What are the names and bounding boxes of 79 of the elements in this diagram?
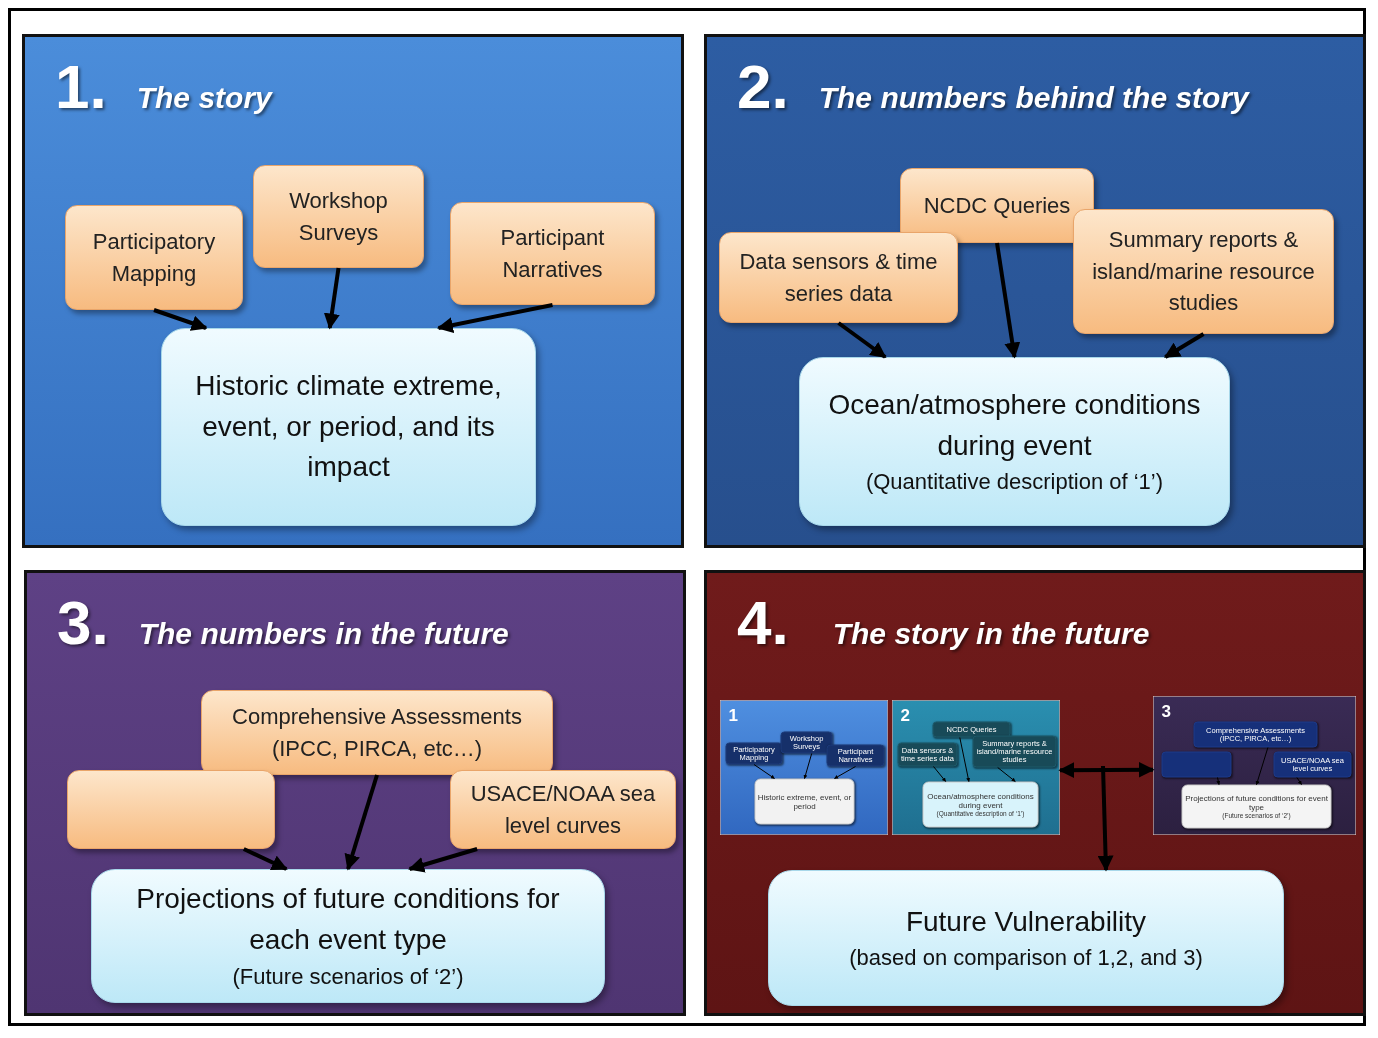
arrow xyxy=(1216,777,1221,785)
arrow xyxy=(997,767,1016,782)
box-label: Participatory Mapping xyxy=(91,227,217,288)
arrow xyxy=(959,737,971,782)
arrow xyxy=(803,753,813,779)
box-label: NCDC Queries xyxy=(923,191,1071,220)
source-box xyxy=(1073,209,1334,334)
source-box xyxy=(932,721,1011,738)
result-box xyxy=(91,869,605,1003)
step-number: 3 xyxy=(1161,701,1171,721)
arrow xyxy=(933,766,947,782)
result-box xyxy=(161,328,536,526)
section-title: The story xyxy=(136,81,272,115)
arrow xyxy=(242,847,288,871)
box-note: (based on comparison of 1,2, and 3) xyxy=(849,944,1203,973)
box-label: Projections of future conditions for each event type xyxy=(135,882,561,958)
section-panel xyxy=(22,34,684,548)
source-box xyxy=(1193,721,1318,748)
source-box xyxy=(1161,751,1232,778)
step-number: 2. xyxy=(737,51,789,122)
section-title: The story in the future xyxy=(832,617,1150,651)
arrow xyxy=(1296,777,1302,785)
arrow xyxy=(153,308,208,331)
result-box xyxy=(768,870,1284,1006)
box-label: Ocean/atmosphere conditions during event xyxy=(926,791,1035,811)
source-box xyxy=(450,770,676,849)
thumbnail-panel xyxy=(720,700,888,835)
result-box xyxy=(754,778,855,825)
result-box xyxy=(799,357,1230,526)
box-note: (Quantitative description of ‘1’) xyxy=(865,468,1164,497)
thumbnail-panel xyxy=(1153,696,1356,835)
result-box xyxy=(1181,784,1332,829)
section-panel xyxy=(24,570,686,1016)
box-label: Data sensors & time series data xyxy=(738,247,939,308)
source-box xyxy=(725,742,783,765)
box-label: Participant Narratives xyxy=(499,223,606,284)
source-box xyxy=(201,690,553,775)
box-note: (Future scenarios of ‘2’) xyxy=(232,962,464,991)
box-label: Summary reports & island/marine resource studies xyxy=(1091,225,1316,318)
arrow xyxy=(1097,765,1114,872)
thumbnail-panel xyxy=(892,700,1060,835)
arrow xyxy=(1164,332,1205,359)
box-label: Ocean/atmosphere conditions during event xyxy=(827,387,1202,463)
source-box xyxy=(1273,751,1352,778)
source-box xyxy=(780,731,833,754)
arrow xyxy=(753,764,775,779)
arrow xyxy=(834,766,856,779)
step-number: 1 xyxy=(728,705,738,725)
step-number: 4. xyxy=(737,587,789,658)
box-label: Future Vulnerability xyxy=(905,904,1147,939)
step-number: 1. xyxy=(55,51,107,122)
arrow xyxy=(408,847,478,873)
arrow xyxy=(837,321,887,359)
box-label: Workshop Surveys xyxy=(288,186,389,247)
source-box xyxy=(826,744,885,767)
source-box xyxy=(67,770,275,849)
section-title: The numbers behind the story xyxy=(818,81,1249,115)
arrow xyxy=(436,303,553,333)
arrow xyxy=(1255,747,1269,785)
arrow xyxy=(995,242,1021,359)
source-box xyxy=(450,202,655,305)
step-number: 3. xyxy=(57,587,109,658)
source-box xyxy=(65,205,243,310)
section-title: The numbers in the future xyxy=(138,617,509,651)
arrow xyxy=(344,774,379,871)
result-box xyxy=(922,781,1039,828)
box-label: Historic climate extreme, event, or period, and its impact xyxy=(194,369,503,485)
source-box xyxy=(253,165,424,268)
box-label: Projections of future conditions for event type xyxy=(1184,793,1329,813)
arrow xyxy=(323,267,341,330)
box-label: Historic extreme, event, or period xyxy=(757,791,852,812)
source-box xyxy=(719,232,958,323)
box-label: Comprehensive Assessments (IPCC, PIRCA, etc…) xyxy=(231,702,523,763)
source-box xyxy=(900,168,1094,243)
section-panel xyxy=(704,34,1366,548)
section-panel xyxy=(704,570,1366,1016)
step-number: 2 xyxy=(900,705,910,725)
arrow xyxy=(1058,761,1155,779)
box-label: USACE/NOAA sea level curves xyxy=(469,779,657,840)
